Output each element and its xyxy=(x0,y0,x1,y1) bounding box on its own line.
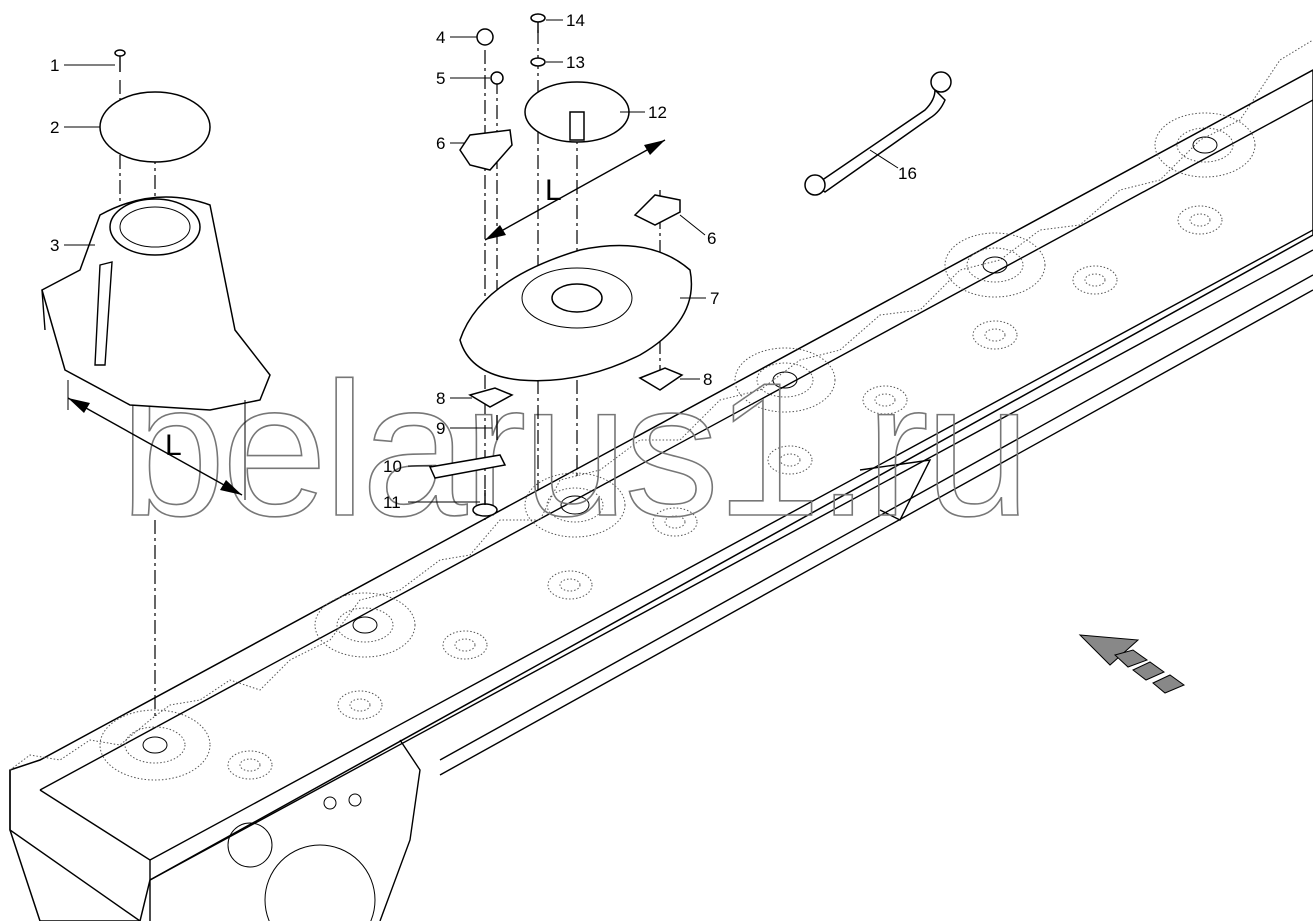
callout-7: 7 xyxy=(710,289,719,308)
callout-16: 16 xyxy=(898,164,917,183)
disc-cap xyxy=(524,81,630,143)
hardware xyxy=(428,13,684,517)
dimension-label: L xyxy=(165,429,182,462)
callout-4: 4 xyxy=(436,28,445,47)
dimension-l-top: L xyxy=(484,139,666,241)
callout-10: 10 xyxy=(383,457,402,476)
callout-1: 1 xyxy=(50,56,59,75)
knife-edge xyxy=(9,39,1313,771)
watermark: belarus1.ru xyxy=(120,344,1027,556)
callout-5: 5 xyxy=(436,69,445,88)
cutting-disc xyxy=(459,244,693,382)
cutter-bar-beam xyxy=(9,69,1313,921)
callout-12: 12 xyxy=(648,103,667,122)
travel-direction-arrow xyxy=(1078,634,1186,694)
callout-8: 8 xyxy=(703,370,712,389)
callout-11: 11 xyxy=(383,493,401,512)
drum xyxy=(41,196,271,411)
callout-9: 9 xyxy=(436,419,445,438)
callout-8: 8 xyxy=(436,389,445,408)
dimension-label: L xyxy=(545,174,562,207)
wrench xyxy=(804,71,952,196)
callout-3: 3 xyxy=(50,236,59,255)
disc-hubs xyxy=(99,112,1256,781)
callout-6: 6 xyxy=(436,134,445,153)
cover-plate xyxy=(99,91,211,163)
callout-2: 2 xyxy=(50,118,59,137)
callout-6: 6 xyxy=(707,229,716,248)
callouts: 1 2 3 4 5 6 6 7 8 8 9 10 11 12 13 14 16 xyxy=(50,11,917,512)
callout-14: 14 xyxy=(566,11,585,30)
dimension-l-left: L xyxy=(67,380,246,500)
screw xyxy=(114,49,126,72)
callout-13: 13 xyxy=(566,53,585,72)
